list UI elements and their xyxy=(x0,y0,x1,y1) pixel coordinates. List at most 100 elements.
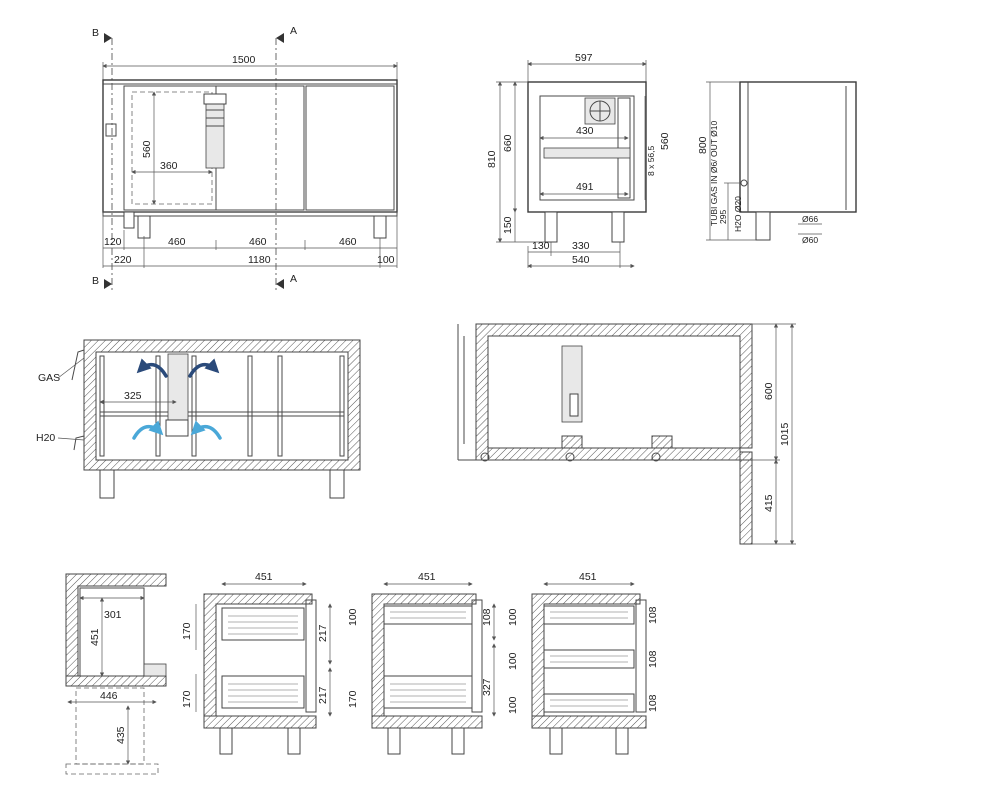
dim-leg-offset: 120 xyxy=(104,236,122,248)
dim-total-1015: 1015 xyxy=(779,422,791,446)
dim-b-width: 451 xyxy=(255,571,273,583)
dim-d-r3: 108 xyxy=(647,694,659,712)
dim-c-width: 451 xyxy=(418,571,436,583)
dim-leg-span-side: 330 xyxy=(572,240,590,252)
dim-a-height: 451 xyxy=(89,628,101,646)
hot-air-arrow-icon xyxy=(188,358,220,378)
dim-door-height: 560 xyxy=(141,140,153,158)
leg xyxy=(373,215,387,239)
dim-d-l2: 100 xyxy=(507,652,519,670)
leg xyxy=(549,727,563,755)
front-view: B A B A 1500 560 360 xyxy=(92,25,398,292)
leg xyxy=(544,211,558,243)
drawer-section-c: 451 100 170 108 327 xyxy=(347,571,497,755)
dim-overall-width: 1500 xyxy=(232,54,256,66)
dim-shelf-depth: 430 xyxy=(576,125,594,137)
gas-pipe xyxy=(71,349,85,451)
dim-a-leg: 435 xyxy=(115,726,127,744)
shelf-uprights xyxy=(99,355,345,457)
door-1 xyxy=(123,85,217,211)
dim-b-h1: 170 xyxy=(181,622,193,640)
dim-total-height: 810 xyxy=(486,150,498,168)
dim-base-width: 540 xyxy=(572,254,590,266)
section-arrow-icon xyxy=(276,33,284,43)
dim-bay-3: 460 xyxy=(339,236,357,248)
dim-inner-height-600: 600 xyxy=(763,382,775,400)
leg xyxy=(451,727,465,755)
dim-shelf-depth-2: 491 xyxy=(576,181,594,193)
drawer-section-d: 451 100 100 100 108 108 108 xyxy=(507,571,659,755)
section-label-a-bottom: A xyxy=(290,273,297,285)
label-gas-pipes: TUBI GAS IN Ø6/ OUT Ø10 xyxy=(709,121,719,226)
drawer-1 xyxy=(383,605,473,625)
dim-d-l3: 100 xyxy=(507,696,519,714)
section-label-a-top: A xyxy=(290,25,297,37)
drawer-2 xyxy=(543,649,635,669)
drawer-1 xyxy=(543,605,635,625)
dim-leg-span: 1180 xyxy=(248,254,271,266)
drawer-2 xyxy=(383,675,473,709)
dim-a-width: 301 xyxy=(104,609,122,621)
dim-c-r2: 327 xyxy=(481,678,493,696)
dim-b-r2: 217 xyxy=(317,686,329,704)
section-label-b-top: B xyxy=(92,27,99,39)
dim-a-depth: 446 xyxy=(100,690,118,702)
drawer-2 xyxy=(221,675,305,709)
dim-grid: 8 x 56,5 xyxy=(646,145,656,176)
dim-width-top: 597 xyxy=(575,52,593,64)
water-outlet-icon xyxy=(740,179,748,187)
evaporator xyxy=(167,353,189,421)
control-panel xyxy=(105,123,117,137)
dim-bay-2: 460 xyxy=(249,236,267,248)
rear-view: 800 TUBI GAS IN Ø6/ OUT Ø10 H2O Ø20 295 … xyxy=(697,81,857,245)
rear-body xyxy=(739,81,857,213)
dim-b-r1: 217 xyxy=(317,624,329,642)
dim-diameter-2: Ø60 xyxy=(802,235,818,245)
drawer-3 xyxy=(543,693,635,713)
section-label-b-bottom: B xyxy=(92,275,99,287)
label-water: H2O Ø20 xyxy=(733,196,743,232)
door-2 xyxy=(215,85,305,211)
label-gas: GAS xyxy=(38,372,60,384)
leg xyxy=(287,727,301,755)
leg xyxy=(99,469,115,499)
dim-diameter-1: Ø66 xyxy=(802,214,818,224)
dim-325: 325 xyxy=(124,390,142,402)
door-3 xyxy=(305,85,395,211)
drawer-section-a: 301 451 446 435 xyxy=(65,573,167,775)
label-h2o: H20 xyxy=(36,432,55,444)
dim-leg-height: 150 xyxy=(502,216,514,234)
dim-d-r2: 108 xyxy=(647,650,659,668)
dim-d-r1: 108 xyxy=(647,606,659,624)
dim-body-height: 660 xyxy=(502,134,514,152)
cabinet-wall xyxy=(475,323,753,461)
dim-c-l1: 100 xyxy=(347,608,359,626)
hot-air-arrow-icon xyxy=(136,358,168,378)
dim-d-l1: 100 xyxy=(507,608,519,626)
dim-left-overhang: 220 xyxy=(114,254,132,266)
evaporator-unit xyxy=(205,95,225,169)
dim-water-height: 295 xyxy=(718,210,728,224)
fan-icon xyxy=(165,419,189,437)
dim-rear-height: 800 xyxy=(697,136,709,154)
cold-air-arrow-icon xyxy=(132,420,164,440)
dim-c-l2: 170 xyxy=(347,690,359,708)
section-arrow-icon xyxy=(276,279,284,289)
leg xyxy=(137,215,151,239)
side-section: 600 1015 415 xyxy=(457,323,796,545)
dim-d-width: 451 xyxy=(579,571,597,583)
dim-b-h2: 170 xyxy=(181,690,193,708)
side-body xyxy=(527,81,647,213)
side-view: 597 430 491 8 x 56,5 560 810 660 150 130 xyxy=(486,52,671,269)
dim-c-r1: 108 xyxy=(481,608,493,626)
dim-bay-1: 460 xyxy=(168,236,186,248)
section-airflow: GAS H20 325 xyxy=(36,339,361,499)
leg xyxy=(123,211,135,229)
dim-inner-height: 560 xyxy=(659,132,671,150)
leg xyxy=(219,727,233,755)
section-arrow-icon xyxy=(104,279,112,289)
leg xyxy=(387,727,401,755)
leg xyxy=(329,469,345,499)
dim-shelf-width: 360 xyxy=(160,160,178,172)
